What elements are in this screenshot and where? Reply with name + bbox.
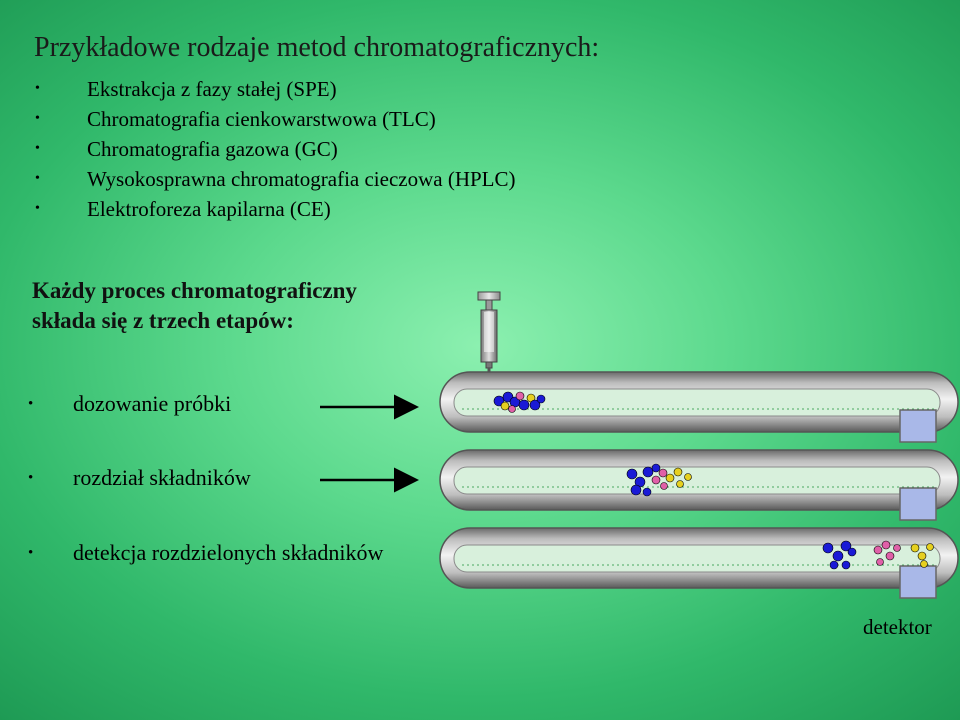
method-label: Elektroforeza kapilarna (CE) bbox=[87, 197, 331, 221]
method-label: Chromatografia cienkowarstwowa (TLC) bbox=[87, 107, 436, 131]
bullet-icon: • bbox=[35, 111, 40, 126]
method-label: Wysokosprawna chromatografia cieczowa (H… bbox=[87, 167, 516, 191]
sample-band bbox=[493, 391, 546, 413]
bullet-icon: • bbox=[35, 81, 40, 96]
detector-label: detektor bbox=[863, 615, 932, 639]
bullet-icon: • bbox=[35, 141, 40, 156]
process-intro: Każdy proces chromatograficzny składa si… bbox=[32, 276, 357, 336]
column-detection bbox=[439, 527, 959, 599]
slide-title: Przykładowe rodzaje metod chromatografic… bbox=[34, 32, 600, 63]
bullet-icon: • bbox=[35, 201, 40, 216]
intro-line: składa się z trzech etapów: bbox=[32, 308, 294, 333]
method-label: Chromatografia gazowa (GC) bbox=[87, 137, 338, 161]
bullet-icon: • bbox=[28, 470, 34, 486]
detector-icon bbox=[899, 565, 937, 599]
bullet-icon: • bbox=[28, 396, 34, 412]
column-separation bbox=[439, 449, 959, 521]
column-injection bbox=[439, 371, 959, 443]
bullet-icon: • bbox=[28, 545, 34, 561]
intro-line: Każdy proces chromatograficzny bbox=[32, 278, 357, 303]
stage-label: dozowanie próbki bbox=[73, 391, 232, 416]
detector-icon bbox=[899, 487, 937, 521]
sample-band bbox=[626, 463, 692, 497]
method-label: Ekstrakcja z fazy stałej (SPE) bbox=[87, 77, 337, 101]
stage-label: detekcja rozdzielonych składników bbox=[73, 540, 384, 565]
detector-icon bbox=[899, 409, 937, 443]
sample-band bbox=[822, 540, 934, 570]
bullet-icon: • bbox=[35, 171, 40, 186]
stage-label: rozdział składników bbox=[73, 465, 251, 490]
